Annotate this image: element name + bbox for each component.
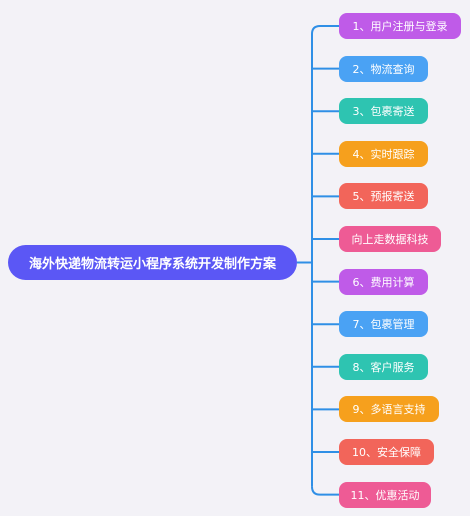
branch-node-3[interactable]: 3、包裹寄送 xyxy=(339,98,428,125)
branch-node-2[interactable]: 2、物流查询 xyxy=(339,55,428,82)
branch-node-8[interactable]: 8、客户服务 xyxy=(339,353,428,380)
branch-label: 6、费用计算 xyxy=(352,275,415,289)
branch-connector-line xyxy=(311,486,339,496)
branch-connector-line xyxy=(311,25,339,35)
branch-label: 7、包裹管理 xyxy=(352,318,415,332)
branch-label: 11、优惠活动 xyxy=(350,488,420,502)
branch-label: 3、包裹寄送 xyxy=(352,105,415,119)
branch-label: 10、安全保障 xyxy=(352,446,421,459)
branch-node-11[interactable]: 11、优惠活动 xyxy=(339,481,431,508)
branch-node-brand[interactable]: 向上走数据科技 xyxy=(339,226,441,252)
root-node[interactable]: 海外快递物流转运小程序系统开发制作方案 xyxy=(8,245,297,280)
branch-label: 8、客户服务 xyxy=(352,360,415,374)
branch-label: 4、实时跟踪 xyxy=(352,147,415,161)
root-label: 海外快递物流转运小程序系统开发制作方案 xyxy=(28,257,276,272)
branch-node-9[interactable]: 9、多语言支持 xyxy=(339,396,439,423)
branch-node-7[interactable]: 7、包裹管理 xyxy=(339,311,428,338)
branch-node-4[interactable]: 4、实时跟踪 xyxy=(339,140,428,167)
branch-node-5[interactable]: 5、预报寄送 xyxy=(339,183,428,210)
branch-label: 1、用户注册与登录 xyxy=(352,20,448,33)
branch-label: 2、物流查询 xyxy=(352,62,415,76)
branch-node-1[interactable]: 1、用户注册与登录 xyxy=(339,13,461,39)
branch-node-6[interactable]: 6、费用计算 xyxy=(339,268,428,295)
branch-node-10[interactable]: 10、安全保障 xyxy=(339,439,434,465)
branch-label: 5、预报寄送 xyxy=(352,190,415,204)
branch-label: 9、多语言支持 xyxy=(352,403,426,417)
branch-label: 向上走数据科技 xyxy=(351,233,429,246)
